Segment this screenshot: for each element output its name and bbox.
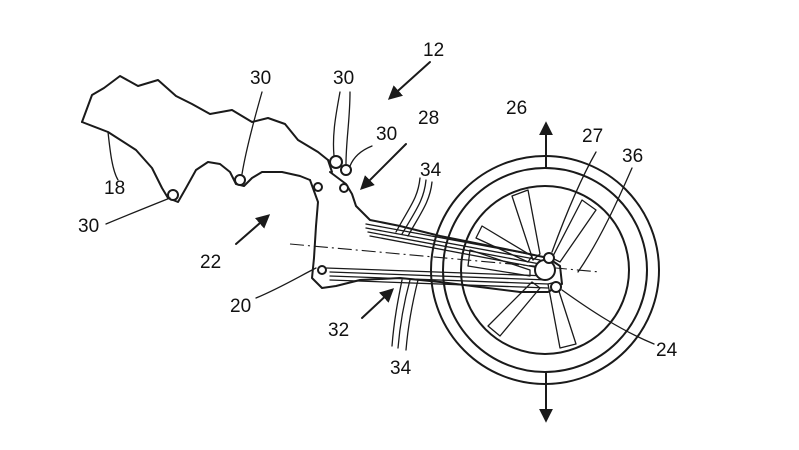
- frame-part-18: [81, 75, 329, 203]
- label-32: 32: [328, 320, 349, 341]
- label-28: 28: [418, 108, 439, 129]
- label-34-b: 34: [390, 358, 412, 379]
- fiber-bundle-upper: [395, 177, 433, 237]
- leader-lines: [105, 61, 655, 345]
- wheel-26: [430, 155, 660, 385]
- label-36: 36: [622, 146, 643, 167]
- label-30-b: 30: [333, 68, 354, 89]
- fiber-bundle-lower: [391, 279, 419, 351]
- label-30-d: 30: [78, 216, 99, 237]
- label-24: 24: [656, 340, 678, 361]
- reference-numerals: 12 18 20 22 24 26 27 28 30 30 30 30 32 3…: [78, 40, 678, 379]
- label-18: 18: [104, 178, 125, 199]
- label-30-c: 30: [376, 124, 397, 145]
- label-27: 27: [582, 126, 603, 147]
- label-22: 22: [200, 252, 221, 273]
- label-12: 12: [423, 40, 444, 61]
- wheel-spokes: [467, 189, 597, 349]
- label-30-a: 30: [250, 68, 271, 89]
- label-34-a: 34: [420, 160, 442, 181]
- pivot-points-30: [167, 155, 352, 275]
- label-20: 20: [230, 296, 251, 317]
- label-26: 26: [506, 98, 527, 119]
